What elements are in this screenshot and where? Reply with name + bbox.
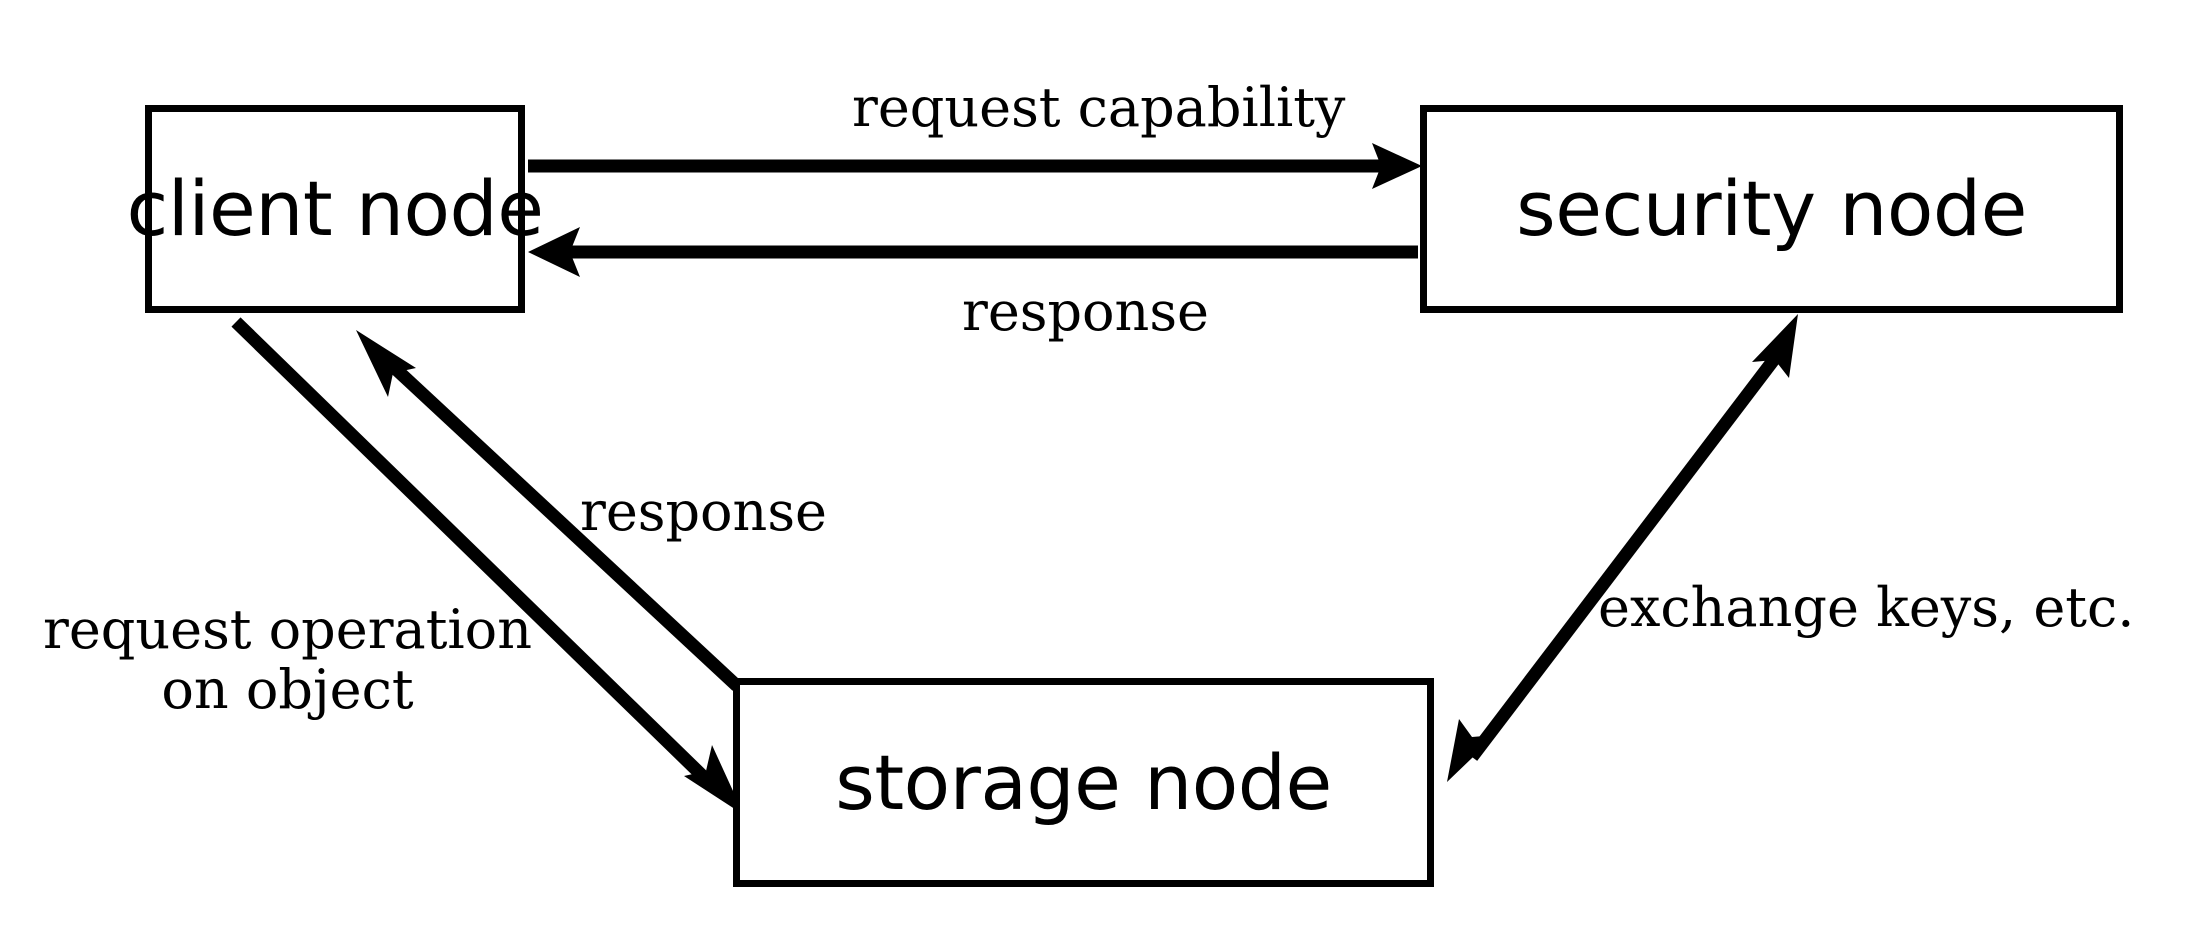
arrowhead-upright-icon (1752, 314, 1798, 378)
edge-security-to-client (528, 227, 1418, 277)
arrowhead-downright-icon (684, 745, 744, 815)
edge-storage-to-client (356, 330, 742, 691)
edge-label-response-storage: response (580, 480, 828, 543)
arrowhead-right-icon (1372, 143, 1422, 189)
edge-label-response-security: response (962, 280, 1210, 343)
arrowhead-upleft-icon (356, 330, 416, 397)
arrowhead-downleft-icon (1447, 719, 1496, 782)
node-security[interactable]: security node (1420, 105, 2123, 313)
edge-storage-security-bidirectional (1447, 314, 1798, 782)
edge-line (1466, 341, 1791, 761)
edge-label-exchange-keys: exchange keys, etc. (1598, 576, 2135, 639)
edge-client-to-security (528, 143, 1422, 189)
edge-client-to-storage (231, 317, 744, 815)
node-storage[interactable]: storage node (733, 678, 1434, 887)
edge-label-request-operation: request operation on object (30, 598, 545, 722)
edge-line (379, 353, 742, 691)
node-storage-label: storage node (835, 737, 1332, 827)
node-client-label: client node (126, 164, 544, 253)
arrowhead-left-icon (528, 227, 580, 277)
node-client[interactable]: client node (126, 105, 544, 313)
edge-label-request-capability: request capability (852, 76, 1346, 139)
edge-label-request-operation-line1: request operation (43, 598, 532, 661)
edge-label-request-operation-line2: on object (161, 658, 414, 722)
node-security-label: security node (1516, 164, 2027, 253)
edge-line (231, 317, 721, 794)
